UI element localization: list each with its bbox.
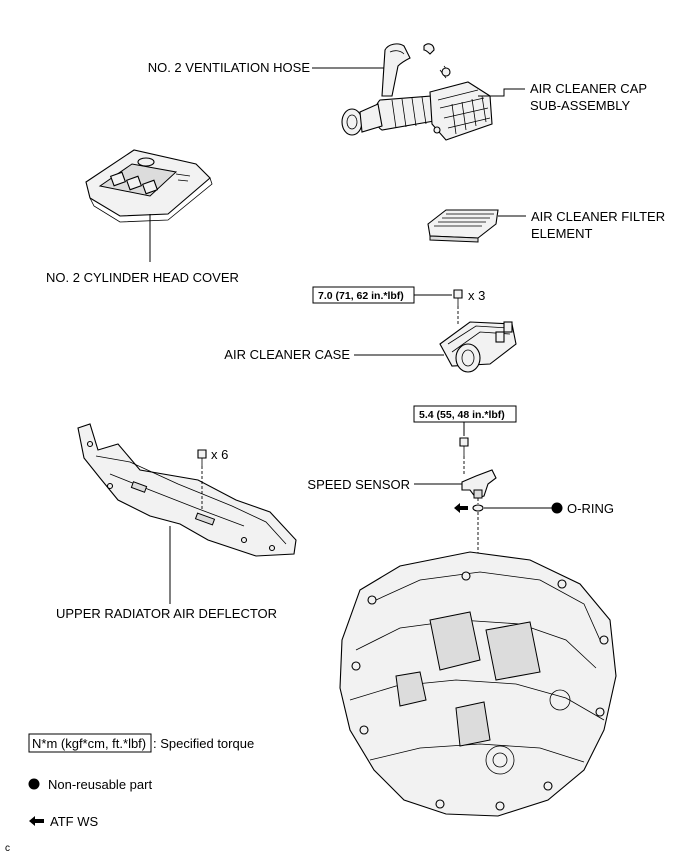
label-filter-element-line2: ELEMENT (531, 226, 592, 241)
radiator-deflector-drawing (77, 423, 297, 557)
legend-torque-box (28, 733, 152, 753)
sensor-bolt-drawing (459, 437, 469, 456)
label-cleaner-cap-line2: SUB-ASSEMBLY (530, 98, 631, 113)
non-reusable-dot-icon (551, 502, 563, 514)
speed-sensor-drawing (461, 469, 497, 499)
legend-atf: ATF WS (50, 814, 98, 829)
filter-element-drawing (427, 209, 499, 243)
label-cleaner-case: AIR CLEANER CASE (224, 347, 350, 362)
cylinder-head-cover-drawing (85, 149, 213, 223)
air-cleaner-cap-drawing (341, 43, 493, 141)
label-cleaner-cap-line1: AIR CLEANER CAP (530, 81, 647, 96)
transaxle-drawing (339, 551, 617, 817)
label-filter-element-line1: AIR CLEANER FILTER (531, 209, 665, 224)
legend-torque-unit: N*m (kgf*cm, ft.*lbf) (32, 736, 146, 751)
legend-torque-desc: : Specified torque (153, 736, 254, 751)
torque-box-sensor (413, 405, 517, 423)
label-o-ring: O-RING (567, 501, 614, 516)
qty-case-bolts: x 3 (468, 288, 485, 303)
label-radiator-deflector: UPPER RADIATOR AIR DEFLECTOR (56, 606, 277, 621)
label-speed-sensor: SPEED SENSOR (307, 477, 410, 492)
torque-sensor-bolt: 5.4 (55, 48 in.*lbf) (419, 409, 505, 421)
air-cleaner-case-drawing (439, 321, 517, 373)
label-ventilation-hose: NO. 2 VENTILATION HOSE (148, 60, 311, 75)
torque-case-bolt: 7.0 (71, 62 in.*lbf) (318, 290, 404, 302)
legend-non-reusable: Non-reusable part (48, 777, 152, 792)
legend-atf-arrow-icon (29, 816, 44, 826)
qty-deflector-bolts: x 6 (211, 447, 228, 462)
torque-box-case (312, 286, 415, 304)
deflector-bolt-drawing (197, 449, 207, 466)
corner-mark: c (5, 843, 10, 854)
case-bolt-drawing (453, 289, 463, 306)
legend-non-reusable-icon (28, 778, 40, 790)
o-ring-drawing (472, 504, 484, 512)
label-cylinder-head-cover: NO. 2 CYLINDER HEAD COVER (46, 270, 239, 285)
atf-arrow-icon (454, 503, 468, 513)
